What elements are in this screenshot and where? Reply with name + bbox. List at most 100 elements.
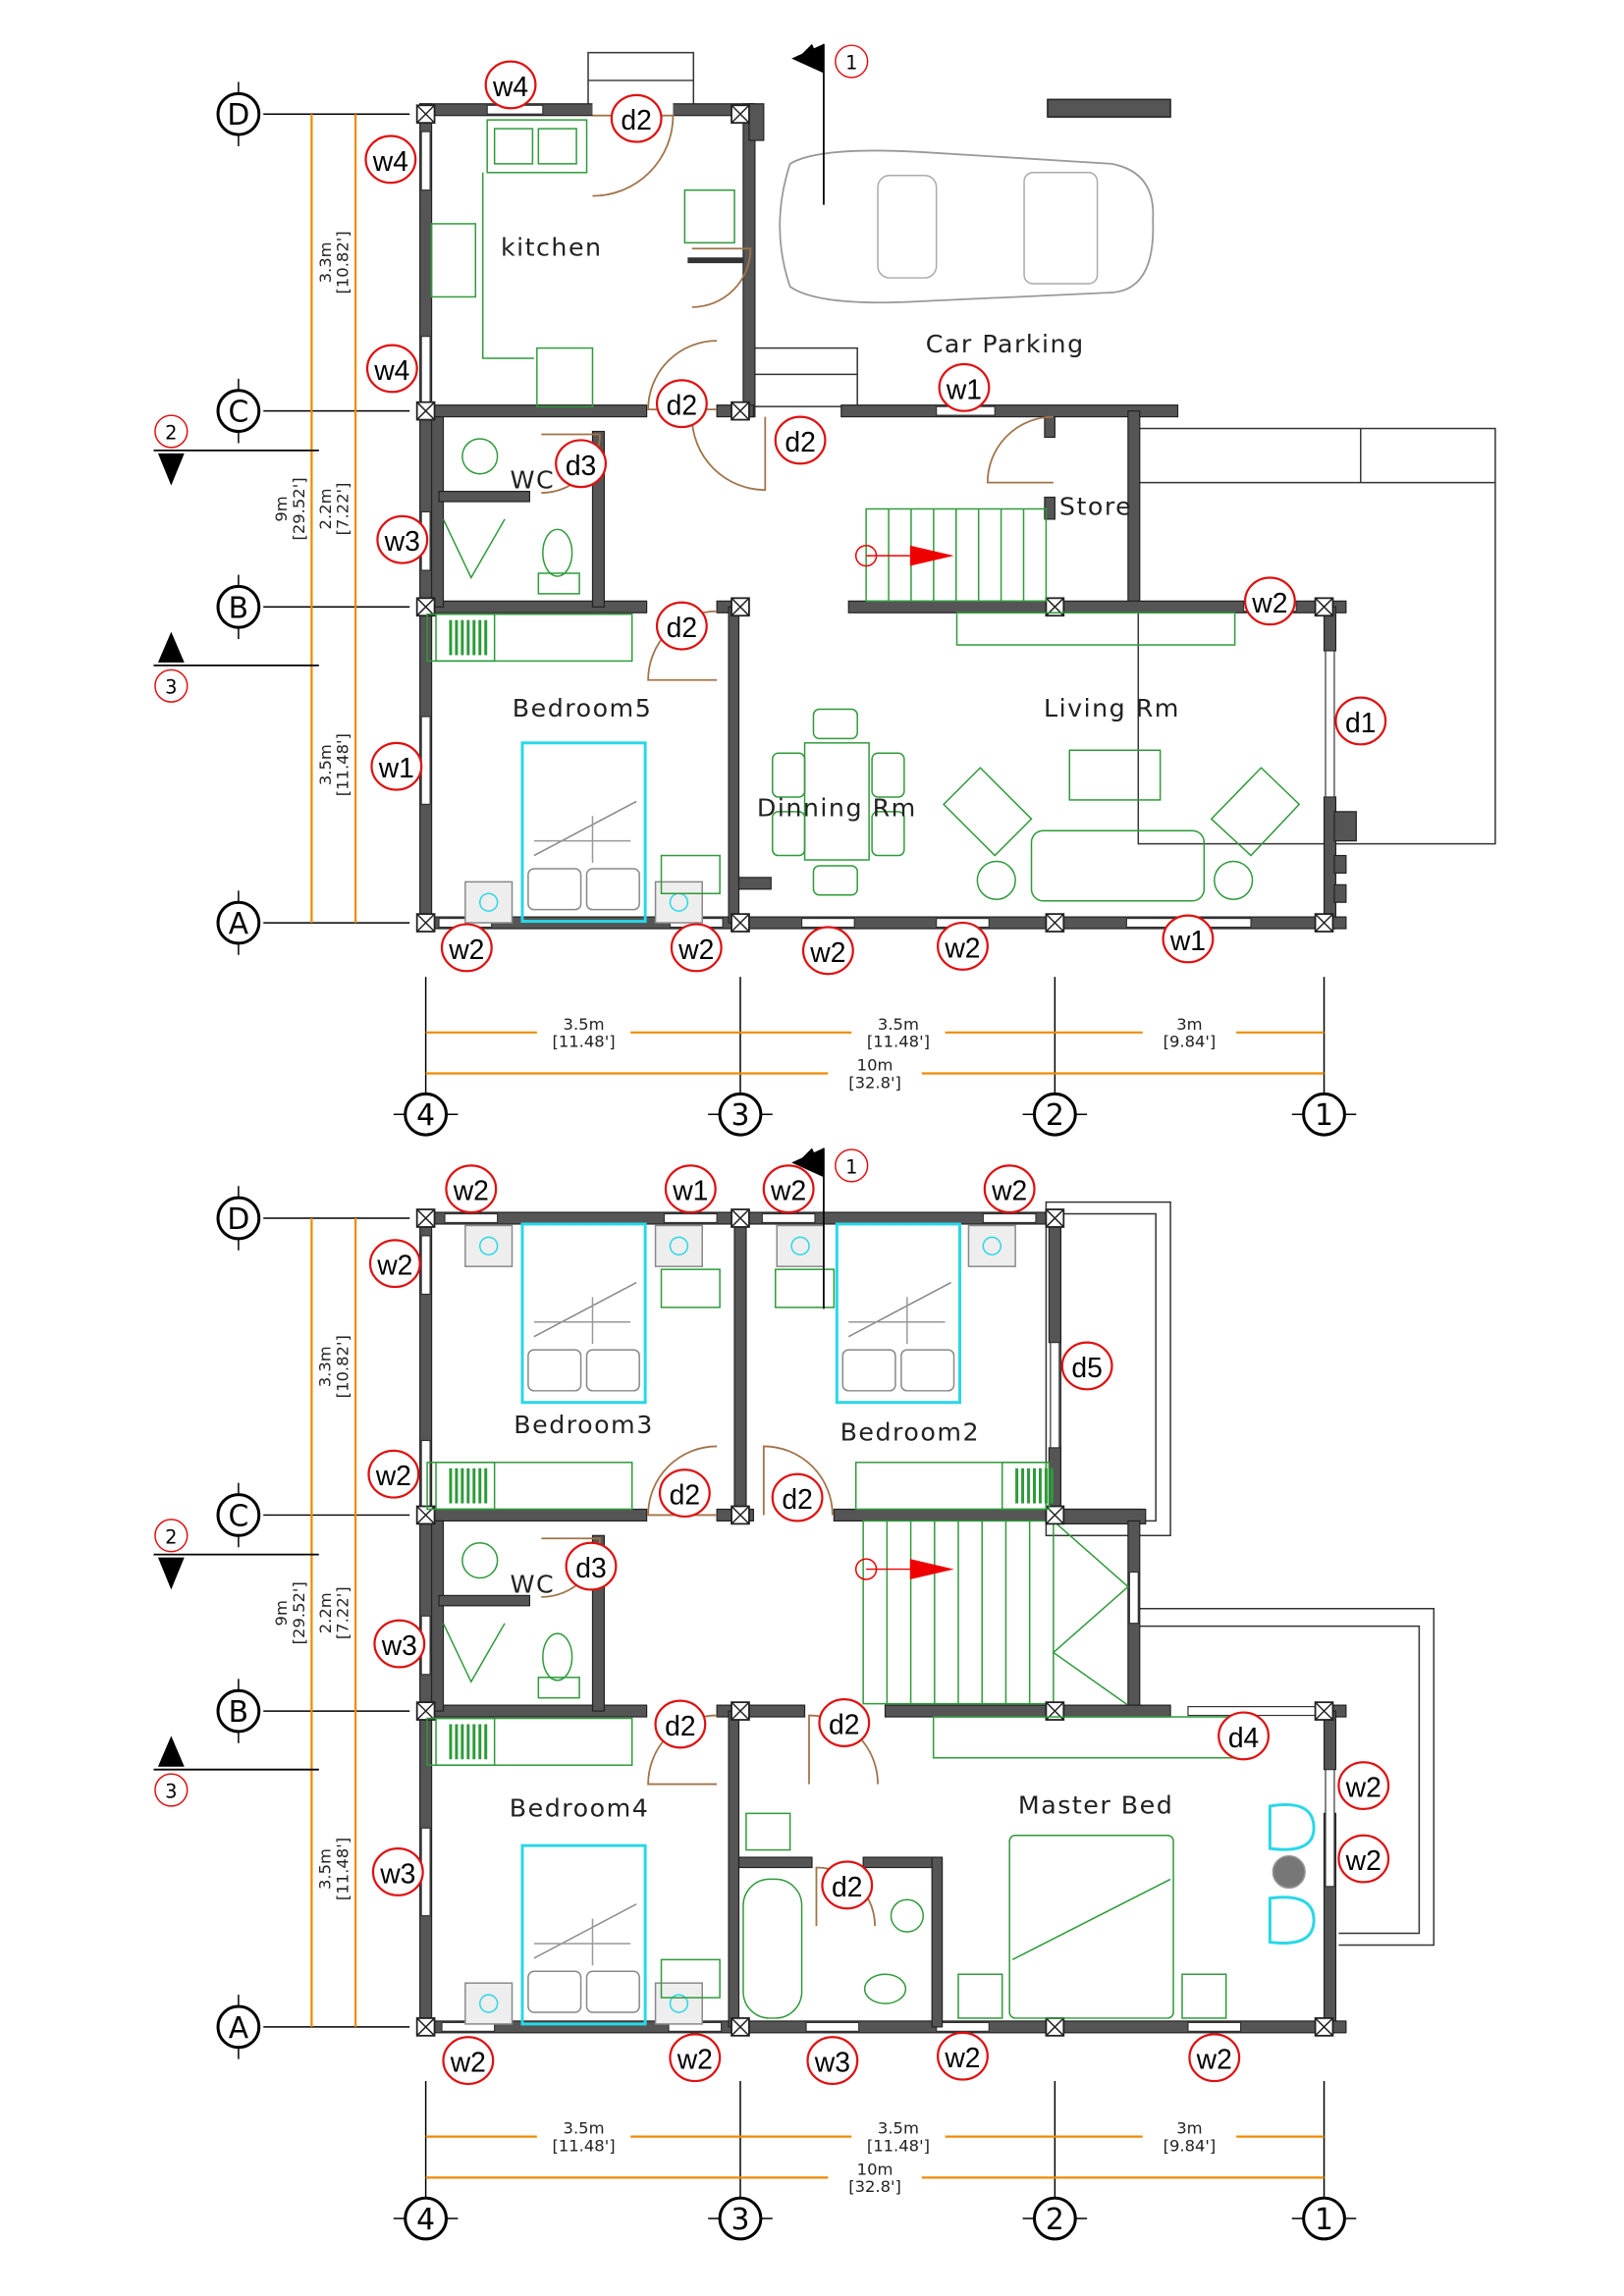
dimension-value: 3.5m [878, 2119, 919, 2138]
room-label: Dinning Rm [757, 792, 917, 822]
toilet [542, 528, 573, 577]
nightstand [967, 1224, 1016, 1267]
tag-circle [368, 1239, 421, 1289]
grid-label: 1 [1315, 2203, 1333, 2237]
bed-sheet-fold [847, 1281, 951, 1338]
tag-marker: d4 [1218, 1711, 1271, 1761]
tag-circle [484, 60, 537, 110]
tag-circle [442, 2036, 495, 2086]
tag-circle [565, 1541, 618, 1591]
column-cross [416, 597, 436, 616]
column-cross [1315, 913, 1333, 933]
tag-marker: w2 [442, 2036, 495, 2086]
dimension-label-bg [851, 1014, 946, 1053]
tag-marker: w3 [806, 2036, 859, 2086]
dimension-value: 3m [1176, 1015, 1202, 1034]
tag-marker: w2 [801, 926, 854, 976]
lamp-icon [669, 1236, 689, 1256]
window [663, 1212, 718, 1224]
wall [438, 1594, 531, 1607]
room-label: Bedroom4 [510, 1792, 650, 1822]
dining-chair [772, 752, 806, 798]
kitchen-counter [481, 172, 534, 359]
toilet-tank [537, 1677, 580, 1699]
wall [419, 1704, 648, 1718]
wall [884, 1704, 1171, 1718]
wall [419, 103, 754, 117]
lamp-icon [479, 1236, 499, 1256]
dimension-value-ft: [11.48'] [334, 733, 352, 796]
wall [716, 1704, 806, 1718]
wardrobe [426, 613, 633, 663]
section-label: 2 [165, 421, 177, 444]
column-cross [1315, 1701, 1333, 1721]
dimension-value: 3.5m [316, 744, 335, 785]
dimension-value-ft: [11.48'] [334, 1838, 352, 1900]
section-circle [835, 44, 869, 79]
tag-circle [376, 514, 429, 564]
tag-circle [670, 923, 723, 973]
window [420, 1235, 431, 1296]
fridge [536, 347, 594, 407]
tag-circle [937, 921, 989, 971]
dimension-value: 3.5m [564, 1015, 605, 1034]
tag-circle [655, 601, 708, 651]
nightstand [776, 1224, 825, 1267]
door-swing [647, 1445, 718, 1517]
window [420, 131, 431, 191]
grid-label: B [229, 1695, 248, 1730]
bed [520, 1222, 647, 1405]
window [420, 1439, 431, 1508]
coffee-table [1068, 749, 1162, 801]
wardrobe [426, 1462, 633, 1511]
section-circle [154, 668, 189, 703]
tag-marker: d2 [774, 415, 827, 465]
wall [1048, 1217, 1061, 1344]
tag-label: d2 [782, 1483, 812, 1515]
column-cross [1315, 2017, 1333, 2037]
tag-circle [1162, 914, 1215, 964]
wall [419, 1508, 648, 1522]
bed-sheet-fold [533, 1281, 637, 1338]
window [420, 716, 431, 805]
toilet [542, 1632, 573, 1682]
wall [430, 415, 445, 608]
tag-marker: w2 [1243, 576, 1296, 626]
tag-marker: d1 [1334, 696, 1387, 746]
tag-label: d2 [667, 612, 697, 643]
column-cross [1045, 2017, 1064, 2037]
tag-circle [371, 1847, 424, 1896]
window [805, 2021, 860, 2032]
tag-marker: d2 [655, 601, 708, 651]
nightstand [464, 881, 514, 924]
dimension-value: 2.2m [316, 488, 335, 529]
balcony-outline [1045, 1201, 1171, 1537]
tag-circle [937, 2031, 989, 2081]
sink [890, 1898, 924, 1933]
dimension-value-ft: [10.82'] [334, 1335, 352, 1398]
room-label: WC [511, 1569, 556, 1598]
tag-circle [664, 1164, 717, 1214]
bed [520, 741, 647, 924]
room-label: Living Rm [1044, 693, 1180, 722]
tag-label: w4 [372, 145, 408, 177]
wall [737, 877, 772, 890]
dimension-value: 3.3m [316, 1346, 335, 1387]
dimension-value: 3.5m [564, 2119, 605, 2138]
lamp-icon [479, 1994, 499, 2013]
nightstand [654, 1982, 703, 2025]
tag-marker: d3 [565, 1541, 618, 1591]
section-label: 2 [165, 1525, 177, 1548]
door-swing [986, 415, 1054, 484]
bed-sheet-fold [533, 800, 637, 857]
tag-marker: w2 [367, 1449, 420, 1499]
tag-label: w2 [677, 2044, 713, 2075]
bench [1047, 98, 1171, 118]
column-cross [731, 1208, 750, 1228]
wall [733, 1211, 747, 1522]
side-table [1214, 860, 1254, 900]
grid-label: 3 [731, 1098, 750, 1133]
dimension-value-ft: [7.22'] [334, 1586, 352, 1639]
section-circle [835, 1148, 869, 1183]
